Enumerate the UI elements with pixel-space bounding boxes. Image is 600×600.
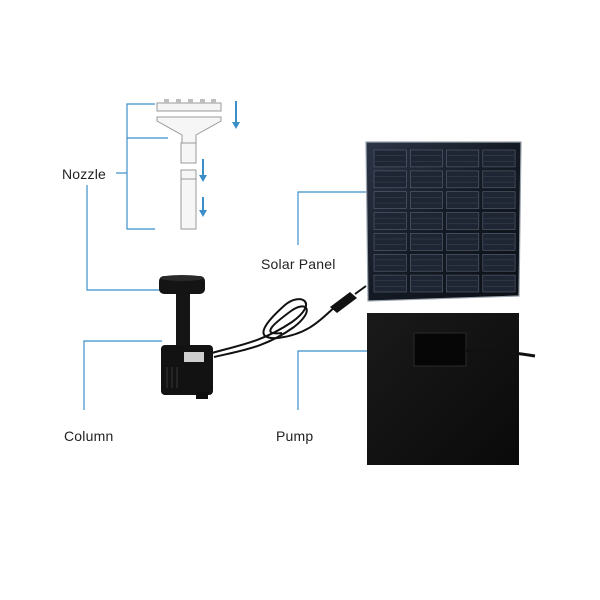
solar-cell [482,170,516,189]
connector-to-panel [354,285,367,295]
solar-cell [446,233,480,251]
solar-cell [373,212,407,230]
junction-box [413,332,467,367]
solar-cell [446,149,480,168]
solar-cell [409,254,443,272]
nozzle-callout-bracket [116,103,168,230]
solar-cell [373,170,407,189]
solar-cell [373,254,407,272]
cable-connector [330,292,357,313]
solar-cell [409,191,443,209]
solar-cell [482,191,516,209]
nozzle-stem [180,142,197,164]
extension-tube-top [180,169,197,180]
down-arrow-icon [199,159,207,182]
solar-cell [409,149,443,168]
power-cable [211,298,337,358]
solar-cell [446,191,480,209]
down-arrow-icon [199,197,207,217]
solar-cell [446,254,480,272]
solar-cell [373,149,407,168]
solar-cell [482,233,516,251]
solar-cell [482,254,516,272]
nozzle-label: Nozzle [62,166,106,182]
extension-tube [180,178,197,230]
column-label-line [83,340,162,410]
nozzle-head-holes [164,99,216,103]
solar-cell [482,149,516,168]
solar-cell [373,191,407,209]
pump-label: Pump [276,428,314,444]
solar-cell [409,233,443,251]
solar-cell [446,274,480,293]
column-callout-line [86,185,165,291]
solar-cell [482,212,516,230]
solar-panel-callout-line [297,191,382,245]
pump-label [184,352,204,362]
solar-cell [409,212,443,230]
panel-cable-exit [465,349,536,358]
solar-cell [446,170,480,189]
pump-foot [196,392,208,399]
solar-panel [365,141,522,302]
solar-cell [409,170,443,189]
column-label: Column [64,428,114,444]
solar-panel-label: Solar Panel [261,256,336,272]
nozzle-funnel [156,116,222,144]
solar-cell [373,233,407,251]
solar-cells [373,149,516,293]
pump-intake-grille [166,367,178,388]
fountain-pump [159,275,213,399]
solar-cell [373,274,407,293]
pump-column [176,294,190,346]
solar-cell [446,212,480,230]
solar-cell [482,274,516,293]
solar-cell [409,274,443,293]
nozzle-parts [156,99,222,230]
solar-panel-back [367,313,536,465]
nozzle-head-plate [156,102,222,112]
down-arrow-icon [232,101,240,129]
